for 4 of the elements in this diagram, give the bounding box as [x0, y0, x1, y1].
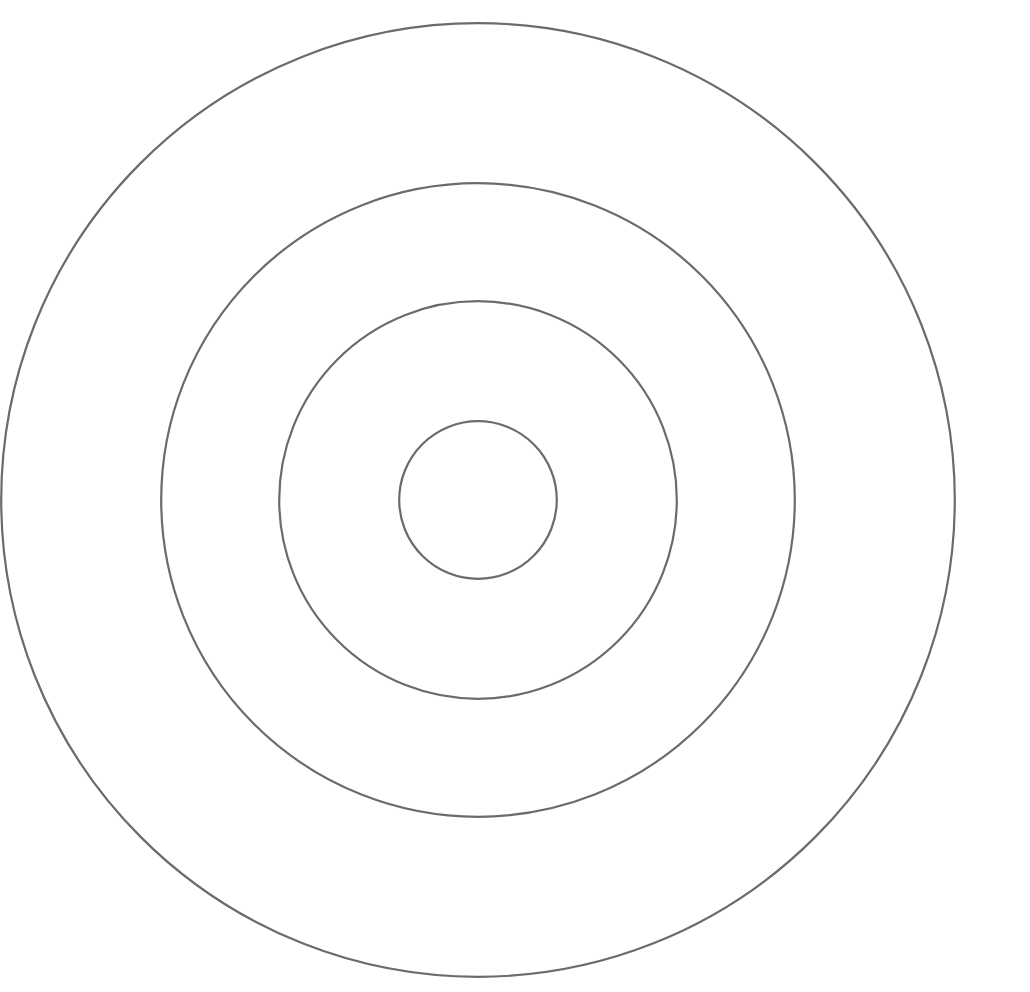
outer-circle [0, 22, 956, 978]
middle-circle [160, 182, 796, 818]
inner-circle [278, 300, 678, 700]
center-circle [398, 420, 558, 580]
